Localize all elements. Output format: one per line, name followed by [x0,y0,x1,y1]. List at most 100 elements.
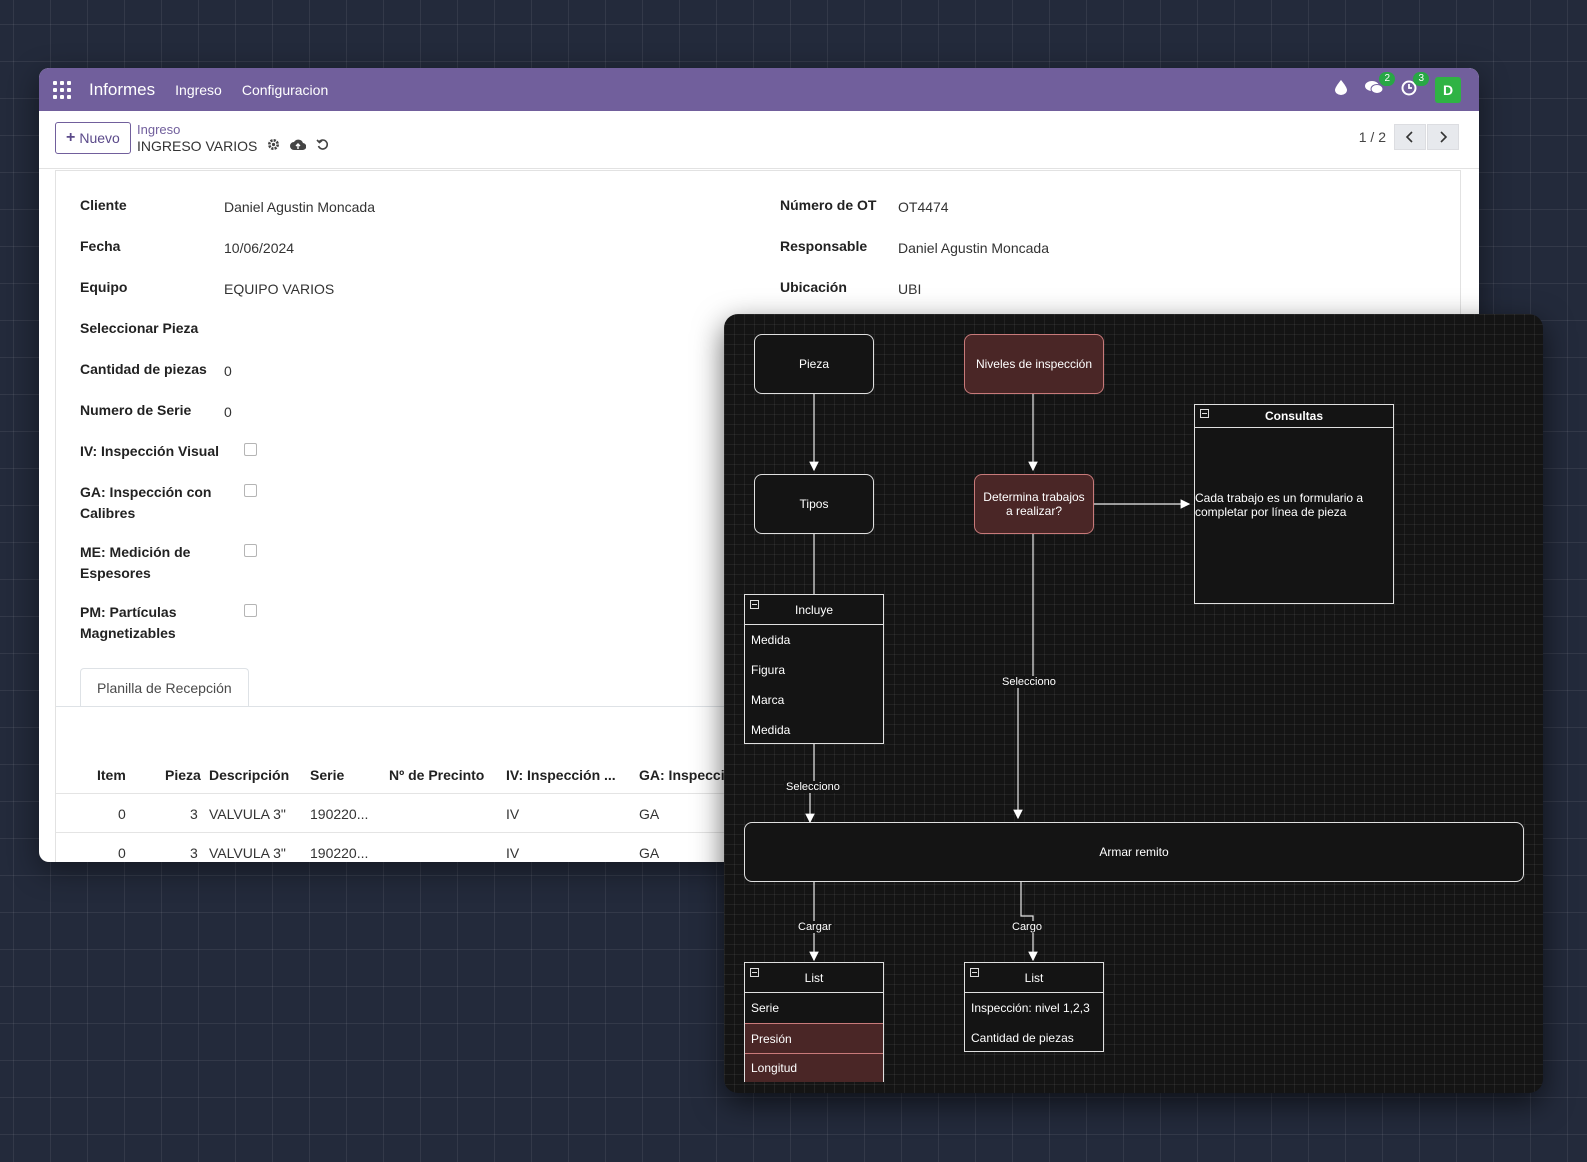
ga-label-line2: Calibres [80,505,136,521]
list-item[interactable]: Presión [745,1023,883,1053]
cell-pieza: 3 [190,806,198,822]
gear-icon[interactable] [267,138,280,154]
pager: 1 / 2 [1359,124,1459,150]
plus-icon: + [66,129,76,146]
edge-label-cargar: Cargar [796,921,834,933]
cell-iv: IV [506,845,520,861]
discard-undo-icon[interactable] [316,138,329,154]
pm-checkbox[interactable] [244,604,257,617]
ga-checkbox[interactable] [244,484,257,497]
panel-consultas[interactable]: Consultas Cada trabajo es un formulario … [1194,404,1394,604]
list-item[interactable]: Figura [751,663,786,677]
menu-configuracion[interactable]: Configuracion [241,81,329,98]
new-button[interactable]: + Nuevo [55,122,131,154]
cell-pieza: 3 [190,845,198,861]
app-brand[interactable]: Informes [89,79,156,99]
chat-icon[interactable]: 2 [1365,72,1395,99]
menu-ingreso[interactable]: Ingreso [175,81,222,98]
ubicacion-label: Ubicación [780,279,847,295]
ga-label-line1: GA: Inspección con [80,484,212,500]
drop-icon[interactable] [1335,80,1347,99]
edge-label-selecciono: Selecciono [1000,676,1058,688]
col-serie[interactable]: Serie [310,767,345,783]
breadcrumb-parent[interactable]: Ingreso [137,122,181,137]
cell-serie: 190220... [310,845,369,861]
activity-clock-icon[interactable]: 3 [1401,71,1429,100]
flow-diagram-window: Pieza Niveles de inspección Tipos Determ… [724,314,1543,1093]
pager-prev-button[interactable] [1394,124,1426,150]
cantidad-field[interactable]: 0 [224,363,232,379]
list-item[interactable]: Inspección: nivel 1,2,3 [971,1001,1090,1015]
col-ga[interactable]: GA: Inspecci [639,767,725,783]
fecha-field[interactable]: 10/06/2024 [224,240,295,256]
cell-item: 0 [118,806,126,822]
iv-checkbox[interactable] [244,443,257,456]
me-label-line2: Espesores [80,565,151,581]
numero-ot-field[interactable]: OT4474 [898,199,949,215]
list-item[interactable]: Marca [751,693,785,707]
cliente-field[interactable]: Daniel Agustin Moncada [224,199,375,215]
panel-incluye[interactable]: Incluye Medida Figura Marca Medida [744,594,884,744]
tab-planilla-recepcion[interactable]: Planilla de Recepción [80,668,249,707]
chevron-left-icon [1405,131,1413,143]
pm-label-line1: PM: Partículas [80,604,177,620]
list-item[interactable]: Medida [751,723,791,737]
cell-item: 0 [118,845,126,861]
apps-menu-icon[interactable] [53,80,71,99]
responsable-field[interactable]: Daniel Agustin Moncada [898,240,1049,256]
col-descripcion[interactable]: Descripción [209,767,290,783]
collapse-icon[interactable] [970,968,979,977]
activity-badge: 3 [1413,71,1429,86]
col-pieza[interactable]: Pieza [165,767,201,783]
collapse-icon[interactable] [750,600,759,609]
list-item[interactable]: Cantidad de piezas [971,1031,1074,1045]
list-item[interactable]: Serie [751,1001,780,1015]
cantidad-label: Cantidad de piezas [80,361,207,377]
ubicacion-field[interactable]: UBI [898,281,922,297]
cell-descripcion: VALVULA 3" [209,806,286,822]
pager-value[interactable]: 1 / 2 [1358,129,1386,145]
pager-next-button[interactable] [1427,124,1459,150]
node-pieza[interactable]: Pieza [754,334,874,394]
pm-label-line2: Magnetizables [80,625,176,641]
chevron-right-icon [1440,131,1448,143]
node-determina-trabajos[interactable]: Determina trabajos a realizar? [974,474,1094,534]
new-button-label: Nuevo [79,130,120,146]
incluye-title: Incluye [794,602,834,617]
list-item[interactable]: Medida [751,633,791,647]
col-item[interactable]: Item [97,767,126,783]
collapse-icon[interactable] [750,968,759,977]
cloud-upload-icon[interactable] [290,138,307,154]
edge-label-cargo: Cargo [1010,921,1044,933]
consultas-text: Cada trabajo es un formulario a completa… [1195,491,1364,519]
panel-incluye-header: Incluye [745,595,883,625]
fecha-label: Fecha [80,238,121,254]
col-iv[interactable]: IV: Inspección ... [506,767,616,783]
me-checkbox[interactable] [244,544,257,557]
equipo-field[interactable]: EQUIPO VARIOS [224,281,335,297]
panel-list-header: List [745,963,883,993]
seleccionar-pieza-label: Seleccionar Pieza [80,320,199,336]
consultas-title: Consultas [1264,409,1323,423]
iv-label: IV: Inspección Visual [80,443,220,459]
me-label-line1: ME: Medición de [80,544,191,560]
edge-label-selecciono: Selecciono [784,781,842,793]
list-title: List [804,970,824,985]
numero-serie-field[interactable]: 0 [224,404,232,420]
node-tipos[interactable]: Tipos [754,474,874,534]
col-precinto[interactable]: Nº de Precinto [389,767,485,783]
panel-list-serie[interactable]: List Serie Presión Longitud [744,962,884,1082]
cliente-label: Cliente [80,197,127,213]
node-niveles-inspeccion[interactable]: Niveles de inspección [964,334,1104,394]
panel-consultas-header: Consultas [1195,405,1393,428]
numero-serie-label: Numero de Serie [80,402,192,418]
user-avatar[interactable]: D [1435,76,1461,103]
equipo-label: Equipo [80,279,128,295]
top-navbar: Informes Ingreso Configuracion 2 3 D [39,68,1479,111]
collapse-icon[interactable] [1200,409,1209,418]
list-item[interactable]: Longitud [745,1053,883,1082]
record-title: INGRESO VARIOS [137,138,258,154]
responsable-label: Responsable [780,238,868,254]
node-armar-remito[interactable]: Armar remito [744,822,1524,882]
panel-list-inspeccion[interactable]: List Inspección: nivel 1,2,3 Cantidad de… [964,962,1104,1052]
